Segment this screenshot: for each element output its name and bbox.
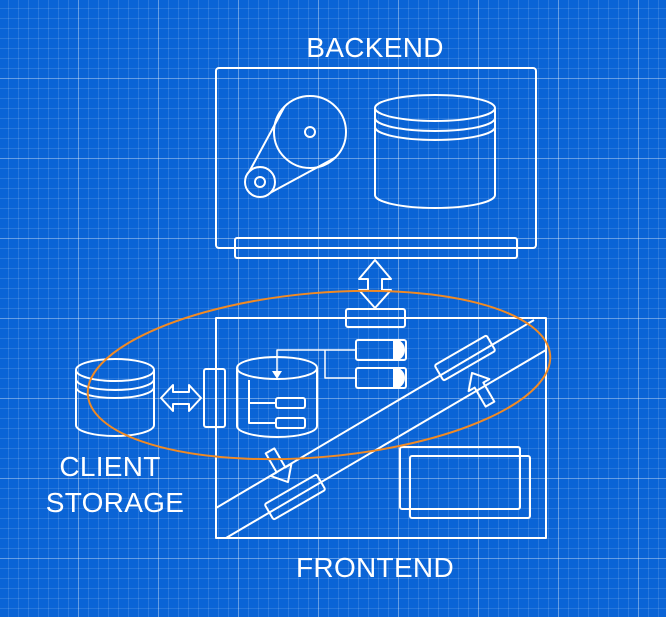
down-arrow-icon: [264, 447, 293, 484]
backend-database-icon: [374, 94, 496, 209]
upper-slot-icon: [434, 334, 496, 382]
frontend-port-bar: [345, 308, 406, 328]
frontend-diagonal-upper: [215, 319, 535, 509]
client-storage-label-line2: STORAGE: [45, 487, 185, 518]
server-pulley-icon: [244, 95, 347, 198]
connector-arrowhead-icon: [272, 371, 282, 379]
tag-box-upper: [355, 339, 407, 361]
client-frontend-arrow-icon: [160, 384, 202, 412]
backend-port-bar: [234, 237, 518, 259]
lower-slot-icon: [264, 473, 326, 521]
up-arrow-icon: [467, 371, 496, 408]
highlight-ellipse: [86, 289, 552, 461]
window-card-back: [399, 446, 521, 510]
frontend-diagonal-lower: [225, 349, 547, 539]
client-storage-database-icon: [75, 358, 155, 437]
client-storage-label-line1: CLIENT: [59, 451, 161, 482]
backend-label: BACKEND: [306, 32, 444, 63]
frontend-label: FRONTEND: [296, 552, 454, 583]
db-tag-connector-lower: [324, 350, 356, 379]
backend-box: [215, 67, 537, 249]
window-card-front: [409, 455, 531, 519]
backend-frontend-arrow-icon: [358, 259, 392, 309]
client-connector-bar: [203, 368, 226, 428]
tag-box-lower: [355, 367, 407, 389]
db-tag-connector: [276, 349, 356, 374]
